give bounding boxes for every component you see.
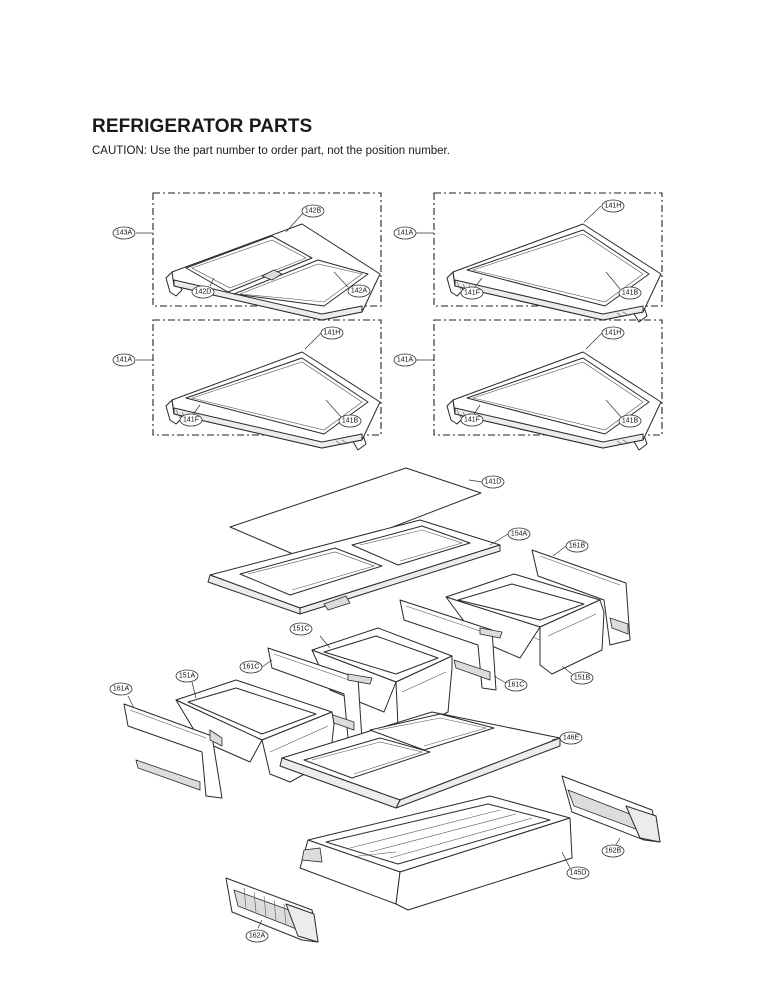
- svg-text:162B: 162B: [605, 848, 622, 855]
- callout-161b: 161B: [565, 539, 589, 553]
- svg-text:151C: 151C: [293, 626, 310, 633]
- callout-143a: 143A: [112, 226, 136, 240]
- callout-141h-2: 141H: [320, 326, 344, 340]
- callout-141b-3: 141B: [618, 414, 642, 428]
- svg-text:161C: 161C: [243, 664, 260, 671]
- page-title: REFRIGERATOR PARTS: [92, 116, 313, 137]
- svg-text:141F: 141F: [464, 290, 480, 297]
- shelf-group-143a: [136, 192, 382, 321]
- split-shelf-drawing: [165, 223, 381, 321]
- shelf-group-141a-mid-right: [416, 319, 663, 451]
- svg-text:142A: 142A: [351, 288, 368, 295]
- svg-text:145D: 145D: [570, 870, 587, 877]
- rail-left-drawing: [225, 877, 319, 943]
- crisper-cover-glass-drawing: [229, 467, 483, 561]
- callout-162a: 162A: [245, 929, 269, 943]
- left-panel-drawing: [123, 695, 223, 799]
- callout-141b-1: 141B: [618, 286, 642, 300]
- drawer-cover-drawing: [279, 711, 561, 809]
- callout-142a: 142A: [347, 284, 371, 298]
- callout-141f-1: 141F: [460, 286, 484, 300]
- callout-141f-3: 141F: [460, 413, 484, 427]
- bottom-drawer-drawing: [299, 795, 573, 911]
- svg-text:141A: 141A: [397, 230, 414, 237]
- svg-text:141F: 141F: [183, 417, 199, 424]
- callout-141h-1: 141H: [601, 199, 625, 213]
- rail-right-drawing: [561, 775, 661, 849]
- callout-141a-3: 141A: [393, 353, 417, 367]
- callout-142d: 142D: [191, 285, 215, 299]
- crisper-cover-frame-drawing: [207, 519, 509, 615]
- svg-text:162A: 162A: [249, 933, 266, 940]
- callout-141f-2: 141F: [179, 413, 203, 427]
- divider-right-drawing: [399, 599, 507, 691]
- svg-text:154A: 154A: [511, 531, 528, 538]
- callout-141d: 141D: [481, 475, 505, 489]
- svg-text:161A: 161A: [113, 686, 130, 693]
- svg-text:151A: 151A: [179, 673, 196, 680]
- svg-text:161C: 161C: [508, 682, 525, 689]
- svg-text:141H: 141H: [324, 330, 341, 337]
- svg-text:141F: 141F: [464, 417, 480, 424]
- svg-text:141H: 141H: [605, 330, 622, 337]
- svg-text:141B: 141B: [342, 418, 359, 425]
- svg-text:142B: 142B: [305, 208, 322, 215]
- callout-141a-2: 141A: [112, 353, 136, 367]
- svg-text:141A: 141A: [397, 357, 414, 364]
- svg-text:146E: 146E: [563, 735, 580, 742]
- shelf-group-141a-mid-left: [136, 319, 382, 451]
- callout-154a: 154A: [507, 527, 531, 541]
- callout-142b: 142B: [301, 204, 325, 218]
- callout-151a: 151A: [175, 669, 199, 683]
- svg-text:141B: 141B: [622, 290, 639, 297]
- svg-text:143A: 143A: [116, 230, 133, 237]
- callout-161c-2: 161C: [504, 678, 528, 692]
- callout-141a-1: 141A: [393, 226, 417, 240]
- svg-text:141B: 141B: [622, 418, 639, 425]
- callout-141h-3: 141H: [601, 326, 625, 340]
- svg-text:151B: 151B: [574, 675, 591, 682]
- svg-text:161B: 161B: [569, 543, 586, 550]
- callout-151c: 151C: [289, 622, 313, 636]
- caution-note: CAUTION: Use the part number to order pa…: [92, 145, 450, 157]
- svg-text:142D: 142D: [195, 289, 212, 296]
- callout-141b-2: 141B: [338, 414, 362, 428]
- crisper-right-drawing: [445, 573, 605, 675]
- shelf-group-141a-top-right: [416, 192, 663, 323]
- callout-145d: 145D: [566, 866, 590, 880]
- callout-161c-1: 161C: [239, 660, 263, 674]
- callout-162b: 162B: [601, 844, 625, 858]
- callout-146e: 146E: [559, 731, 583, 745]
- right-panel-drawing: [531, 545, 631, 646]
- callout-161a: 161A: [109, 682, 133, 696]
- svg-text:141D: 141D: [485, 479, 502, 486]
- callout-151b: 151B: [570, 671, 594, 685]
- svg-text:141A: 141A: [116, 357, 133, 364]
- svg-text:141H: 141H: [605, 203, 622, 210]
